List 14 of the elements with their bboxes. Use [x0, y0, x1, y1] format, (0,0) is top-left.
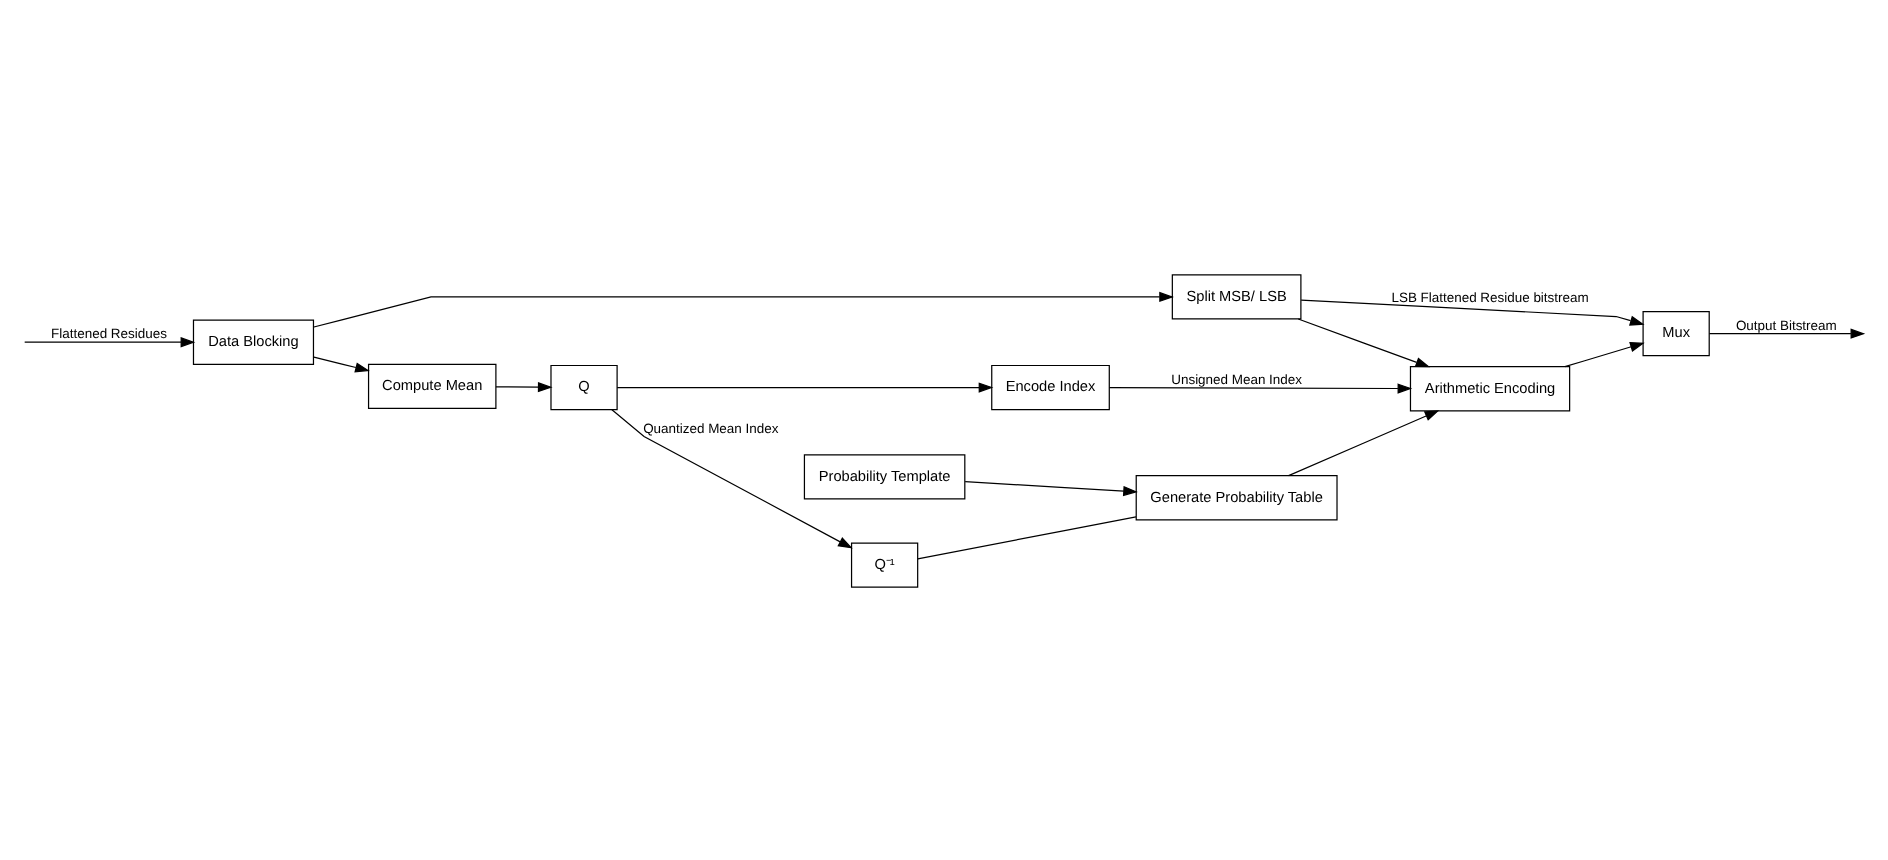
arrow: [495, 381, 553, 392]
arrow: [1288, 409, 1440, 476]
arrow: [313, 290, 1174, 327]
arrow: [1300, 298, 1645, 325]
arrow: [1108, 382, 1413, 393]
arrow: [313, 355, 370, 372]
connector: [917, 515, 1137, 559]
arrow: [1297, 317, 1431, 367]
arrow: [964, 480, 1138, 496]
arrow: [611, 408, 853, 548]
arrow: [1708, 327, 1866, 338]
arrow: [24, 336, 196, 347]
arrow: [616, 381, 994, 392]
arrow: [1564, 341, 1645, 367]
